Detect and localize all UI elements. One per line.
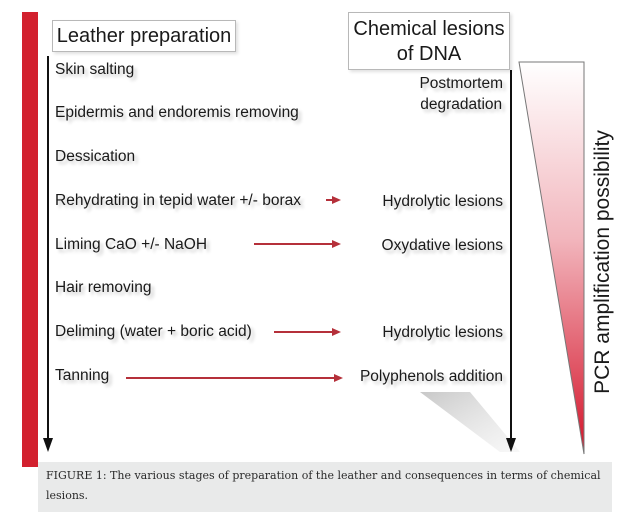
- lesion-hydrolytic-1: Hydrolytic lesions: [382, 193, 503, 210]
- lesion-polyphenols: Polyphenols addition: [359, 368, 503, 385]
- lesion-oxydative: Oxydative lesions: [381, 237, 503, 254]
- left-timeline-arrowhead: [43, 438, 53, 452]
- arrow-liming: [254, 240, 341, 248]
- right-timeline-arrowhead: [506, 438, 516, 452]
- postmortem-line1: Postmortem: [419, 75, 503, 92]
- arrow-tanning: [126, 374, 343, 382]
- postmortem-label: Postmortem degradation: [419, 73, 503, 115]
- pcr-amplification-label: PCR amplification possibility: [591, 130, 614, 394]
- figure-caption: FIGURE 1: The various stages of preparat…: [38, 462, 612, 512]
- chemical-lesions-header: Chemical lesions of DNA: [348, 12, 510, 70]
- step-hair-removing: Hair removing: [55, 279, 152, 296]
- step-deliming: Deliming (water + boric acid): [55, 323, 252, 340]
- chemical-lesions-header-line2: of DNA: [396, 43, 462, 65]
- tanning-shadow: [420, 392, 520, 452]
- step-skin-salting: Skin salting: [55, 61, 135, 78]
- leather-preparation-header: Leather preparation: [52, 20, 236, 52]
- step-dessication: Dessication: [55, 148, 136, 165]
- step-tanning: Tanning: [55, 367, 110, 384]
- step-liming: Liming CaO +/- NaOH: [55, 236, 208, 253]
- step-epidermis-removing: Epidermis and endoremis removing: [55, 104, 299, 121]
- chemical-lesions-header-line1: Chemical lesions: [353, 18, 505, 40]
- arrow-rehydrating: [326, 196, 341, 204]
- postmortem-line2: degradation: [420, 96, 503, 113]
- red-accent-bar: [22, 12, 38, 467]
- arrow-deliming: [274, 328, 341, 336]
- pcr-gradient-triangle: [518, 61, 585, 455]
- step-rehydrating: Rehydrating in tepid water +/- borax: [55, 192, 301, 209]
- lesion-hydrolytic-2: Hydrolytic lesions: [382, 324, 503, 341]
